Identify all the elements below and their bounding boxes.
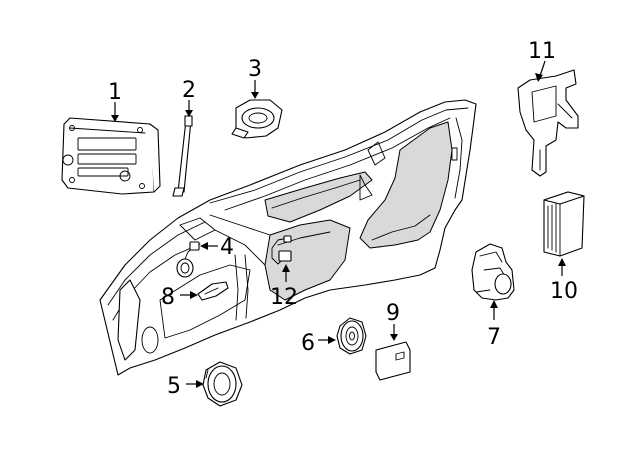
small-speaker-with-harness	[176, 241, 200, 278]
tweeter-speaker	[231, 99, 283, 139]
callout-9: 9	[386, 301, 400, 326]
speaker-grille-trim	[197, 281, 229, 301]
callout-10: 10	[550, 279, 578, 304]
amplifier	[543, 191, 585, 257]
callout-8: 8	[161, 285, 175, 310]
cover-plate	[375, 341, 411, 381]
callout-4: 4	[220, 235, 234, 260]
control-module	[471, 243, 515, 301]
wiring-harness-connector	[271, 235, 292, 265]
callout-1: 1	[108, 80, 122, 105]
mounting-bracket	[517, 69, 579, 177]
radio-receiver	[61, 117, 161, 195]
antenna-rod	[172, 115, 193, 197]
callout-5: 5	[167, 374, 181, 399]
callout-labels: 1 2 3 4 5 6 7 8 9 10 11 12	[108, 39, 578, 399]
leader-lines	[111, 60, 566, 388]
callout-12: 12	[270, 285, 298, 310]
callout-2: 2	[182, 78, 196, 103]
callout-6: 6	[301, 331, 315, 356]
callout-3: 3	[248, 57, 262, 82]
instrument-panel-speaker	[336, 317, 367, 355]
callout-11: 11	[528, 39, 556, 64]
door-speaker	[202, 361, 243, 407]
callout-7: 7	[487, 325, 501, 350]
